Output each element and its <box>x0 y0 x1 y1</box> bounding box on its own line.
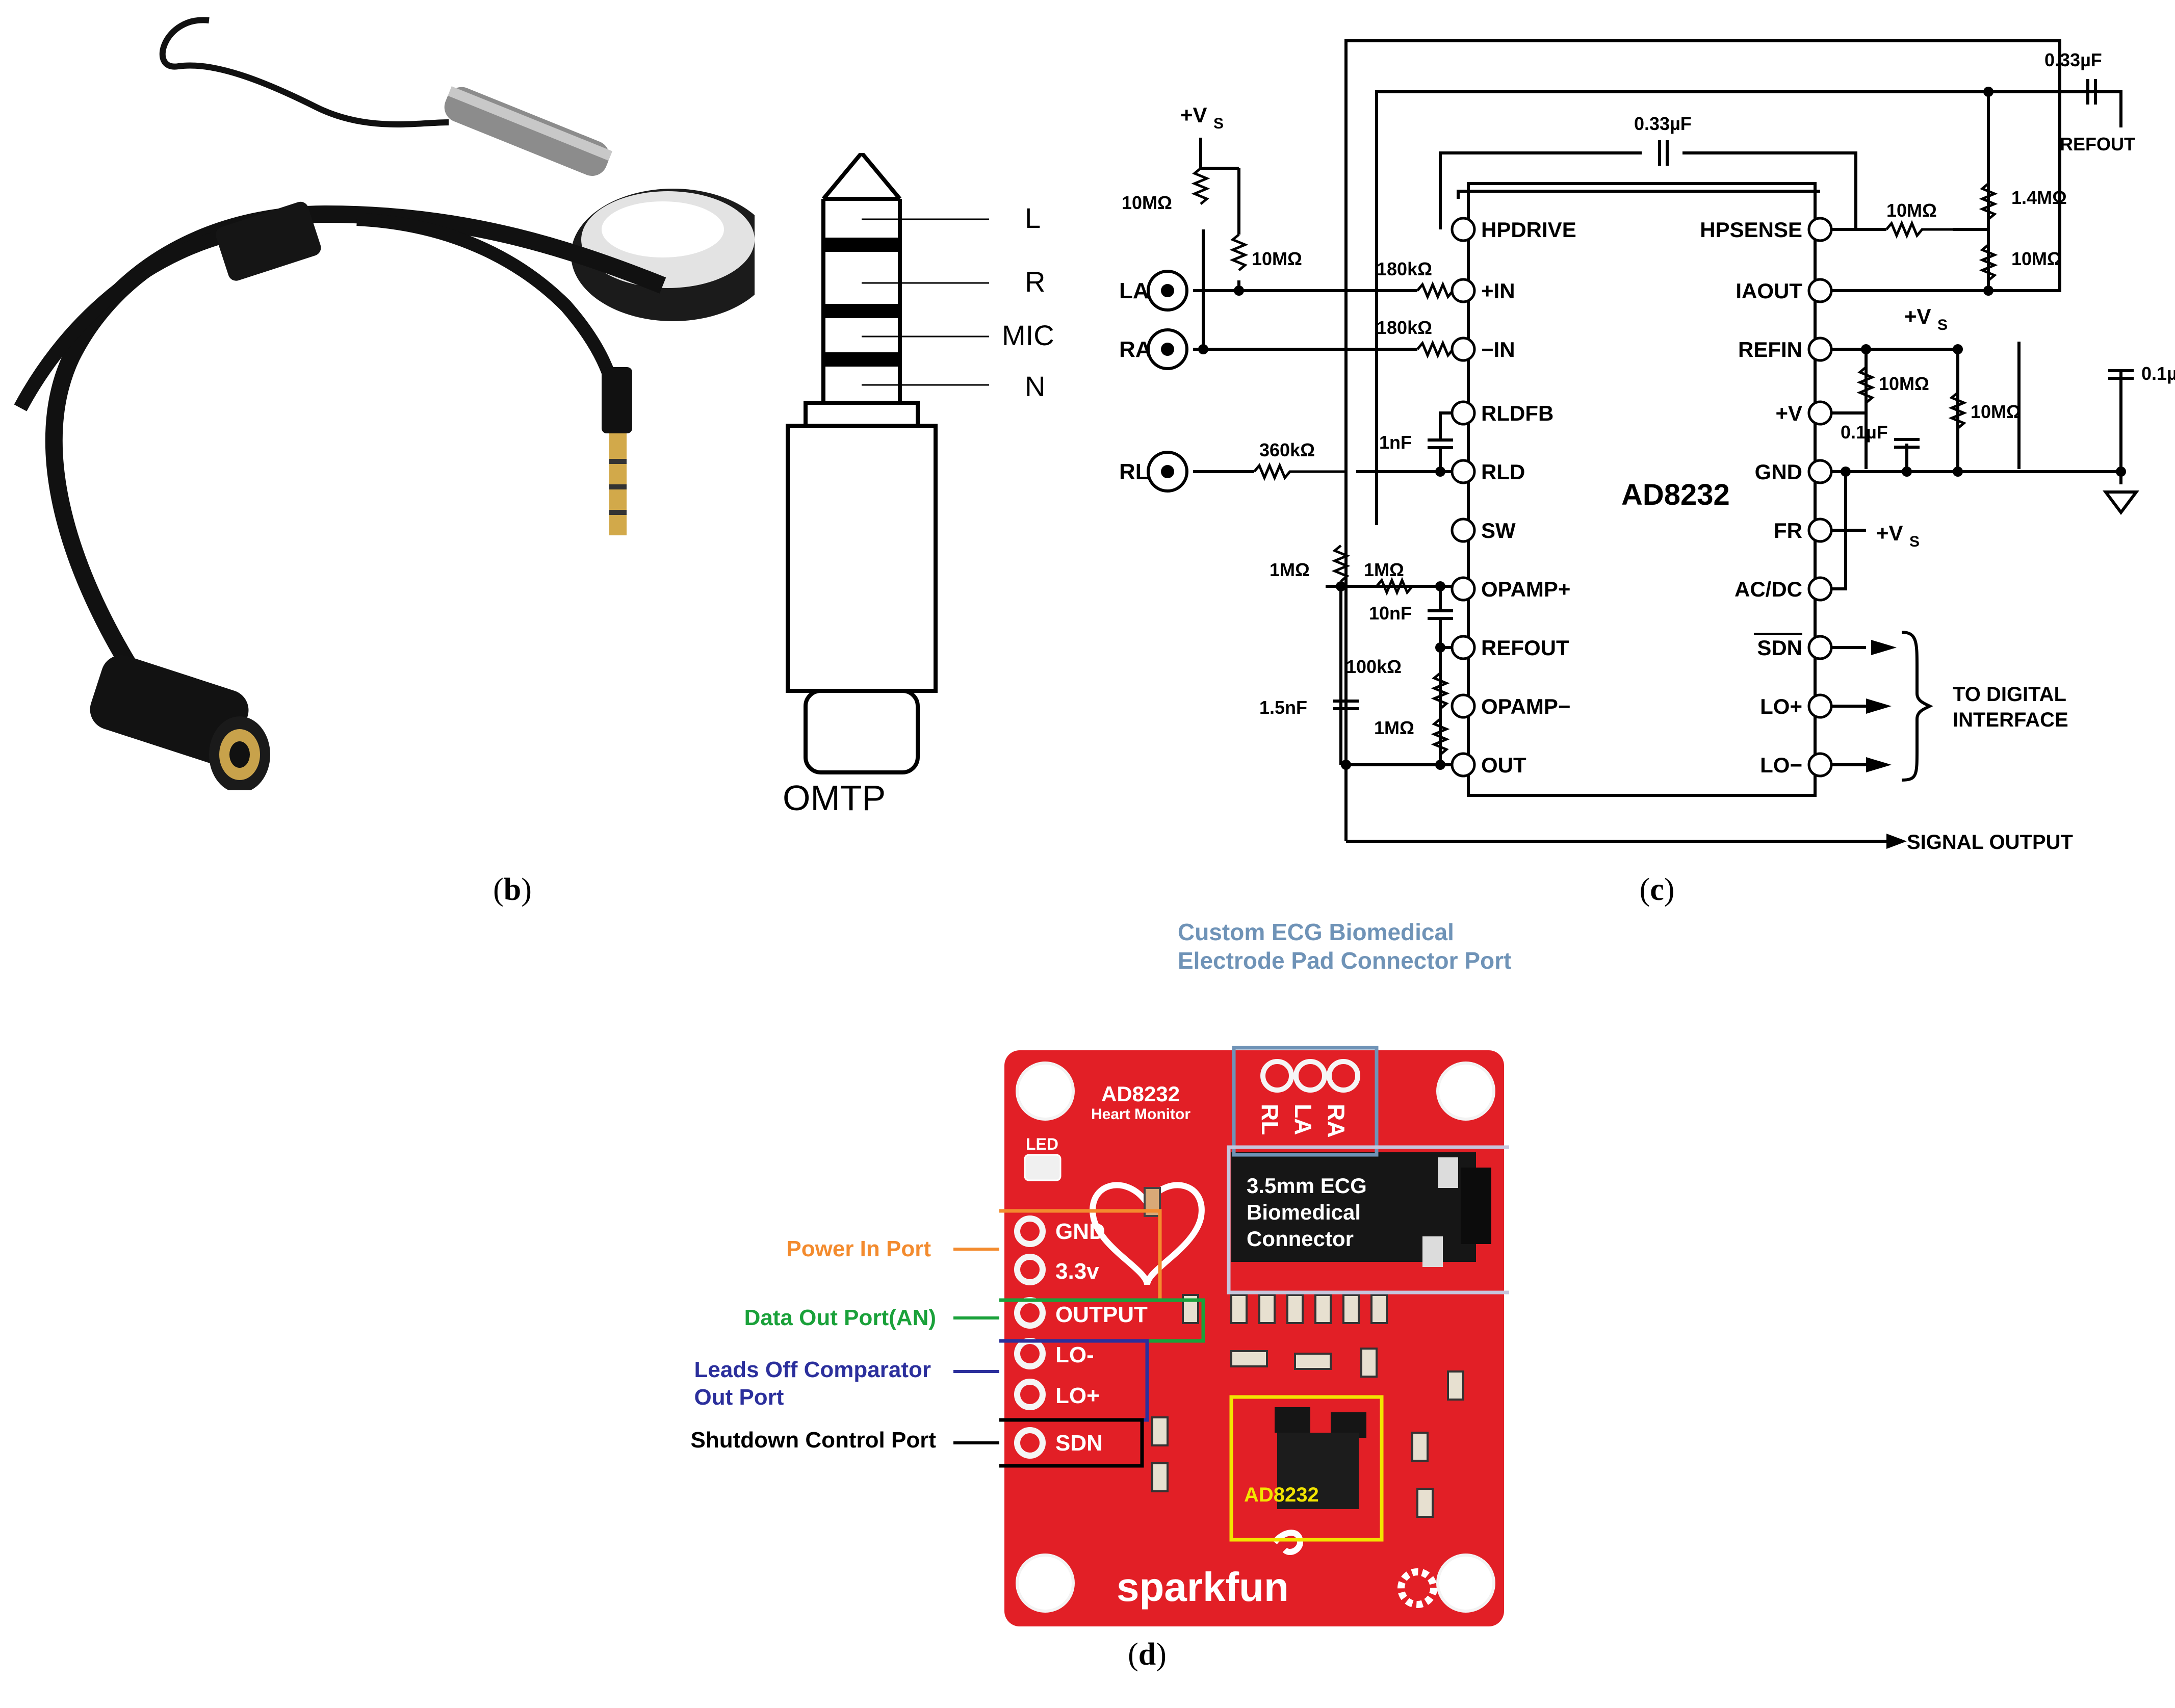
pin-sdn: SDN <box>1757 636 1802 660</box>
connector-label-1: 3.5mm ECG <box>1247 1174 1367 1198</box>
svg-text:10MΩ: 10MΩ <box>2011 248 2062 269</box>
svg-text:1MΩ: 1MΩ <box>1374 717 1414 738</box>
brand-logo: sparkfun <box>1117 1564 1289 1610</box>
jack-label-n: N <box>1025 370 1046 402</box>
pin-iaout: IAOUT <box>1736 279 1802 303</box>
silk-pin-la: LA <box>1290 1104 1316 1135</box>
supply-right: +V <box>1904 304 1931 328</box>
jack-label-r: R <box>1025 266 1046 298</box>
svg-text:0.1µF: 0.1µF <box>1841 422 1888 443</box>
silk-pin-rl: RL <box>1257 1104 1283 1135</box>
shutdown-port-label: Shutdown Control Port <box>690 1428 936 1453</box>
electrode-ra: RA <box>1119 337 1152 362</box>
svg-text:0.1µF: 0.1µF <box>2141 363 2175 384</box>
pin-lo-plus-label: LO+ <box>1055 1383 1100 1408</box>
electrode-rl: RL <box>1119 459 1149 484</box>
chip-body <box>1467 182 1817 797</box>
svg-text:0.33µF: 0.33µF <box>1634 113 1692 134</box>
power-port-label: Power In Port <box>786 1236 931 1261</box>
pin-refin: REFIN <box>1738 338 1802 361</box>
svg-text:REFOUT: REFOUT <box>2060 134 2135 154</box>
pin-out: OUT <box>1481 753 1526 777</box>
pin-sdn-label: SDN <box>1055 1431 1103 1456</box>
digital-interface-1: TO DIGITAL <box>1953 683 2066 706</box>
svg-text:1.5nF: 1.5nF <box>1259 697 1307 718</box>
svg-text:100kΩ: 100kΩ <box>1346 656 1402 677</box>
leads-off-label: Leads Off Comparator Out Port <box>694 1357 931 1410</box>
port-leaders <box>953 1248 999 1444</box>
signal-output-label: SIGNAL OUTPUT <box>1907 831 2073 853</box>
ad8232-schematic: HPDRIVE +IN −IN RLDFB RLD SW OPAMP+ REFO… <box>1119 39 2175 853</box>
pin-minus-in: −IN <box>1481 338 1515 361</box>
svg-text:S: S <box>1213 115 1224 132</box>
jack-label-mic: MIC <box>1002 319 1054 351</box>
pin-opamp-plus: OPAMP+ <box>1481 577 1570 601</box>
pin-gnd-label: GND <box>1055 1219 1105 1244</box>
svg-text:S: S <box>1909 533 1920 550</box>
svg-text:10MΩ: 10MΩ <box>1886 200 1937 221</box>
pin-hpdrive: HPDRIVE <box>1481 218 1576 242</box>
pin-rld: RLD <box>1481 460 1525 484</box>
svg-text:0.33µF: 0.33µF <box>2044 49 2102 70</box>
svg-text:10nF: 10nF <box>1369 603 1412 624</box>
silk-led: LED <box>1026 1135 1058 1153</box>
jack-label-l: L <box>1025 202 1041 234</box>
pin-fr: FR <box>1774 519 1802 542</box>
connector-label-3: Connector <box>1247 1227 1354 1251</box>
jack-standard-label: OMTP <box>783 778 886 818</box>
pin-opamp-minus: OPAMP− <box>1481 694 1570 718</box>
pin-plus-in: +IN <box>1481 279 1515 303</box>
connector-label-2: Biomedical <box>1247 1200 1361 1224</box>
supply-left: +V <box>1180 103 1207 127</box>
pin-lo-minus-label: LO- <box>1055 1342 1094 1367</box>
svg-text:1MΩ: 1MΩ <box>1270 559 1310 580</box>
supply-fr: +V <box>1876 521 1903 545</box>
svg-text:10MΩ: 10MΩ <box>1879 373 1929 394</box>
pin-33v-label: 3.3v <box>1055 1259 1099 1284</box>
silk-title: AD8232 <box>1101 1082 1180 1106</box>
svg-text:360kΩ: 360kΩ <box>1259 439 1315 460</box>
svg-text:1MΩ: 1MΩ <box>1364 559 1404 580</box>
sparkfun-board: AD8232 Heart Monitor LED RL LA RA GND 3.… <box>999 1046 1509 1626</box>
svg-text:1.4MΩ: 1.4MΩ <box>2011 187 2067 208</box>
caption-c: (c) <box>1639 872 1675 907</box>
svg-text:180kΩ: 180kΩ <box>1377 258 1432 279</box>
pin-output-label: OUTPUT <box>1055 1302 1148 1327</box>
pin-vs: +V <box>1775 401 1802 425</box>
pin-acdc: AC/DC <box>1734 577 1802 601</box>
svg-text:10MΩ: 10MΩ <box>1971 401 2021 422</box>
electrode-la: LA <box>1119 278 1149 303</box>
pin-gnd: GND <box>1755 460 1802 484</box>
svg-text:10MΩ: 10MΩ <box>1252 248 1302 269</box>
pin-lo-plus: LO+ <box>1760 694 1802 718</box>
pin-sw: SW <box>1481 519 1516 542</box>
caption-b: (b) <box>493 872 532 907</box>
svg-text:180kΩ: 180kΩ <box>1377 317 1432 338</box>
caption-d: (d) <box>1128 1637 1167 1672</box>
pin-lo-minus: LO− <box>1760 753 1802 777</box>
data-port-label: Data Out Port(AN) <box>744 1305 936 1330</box>
silk-pin-ra: RA <box>1323 1104 1350 1137</box>
board-top-label: Custom ECG Biomedical Electrode Pad Conn… <box>1178 919 1512 974</box>
svg-text:S: S <box>1937 317 1948 333</box>
omtp-jack-diagram <box>786 153 989 774</box>
svg-text:10MΩ: 10MΩ <box>1122 192 1172 213</box>
digital-interface-2: INTERFACE <box>1953 709 2068 731</box>
chip-label: AD8232 <box>1621 478 1730 511</box>
pin-refout: REFOUT <box>1481 636 1569 660</box>
pin-hpsense: HPSENSE <box>1700 218 1802 242</box>
pin-rldfb: RLDFB <box>1481 401 1553 425</box>
earphone-photo <box>14 17 755 790</box>
silk-subtitle: Heart Monitor <box>1091 1106 1190 1123</box>
svg-text:1nF: 1nF <box>1379 432 1412 453</box>
chip-box-label: AD8232 <box>1244 1484 1319 1506</box>
